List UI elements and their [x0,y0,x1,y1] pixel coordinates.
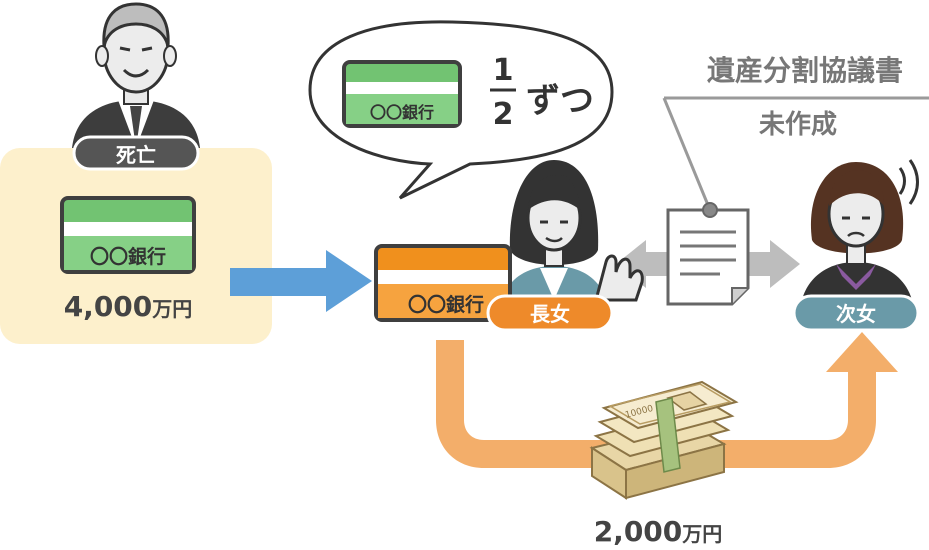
eldest-daughter-bank-name: 〇〇銀行 [408,293,484,316]
deceased-bank-name: 〇〇銀行 [90,245,166,268]
eldest-daughter-badge-label: 長女 [530,302,570,326]
eldest-daughter-bank-card [374,244,512,322]
document-pointer-line [662,97,712,211]
deceased-bank-card [60,196,196,274]
second-daughter-figure [800,159,919,312]
eldest-daughter-badge [486,294,614,332]
speech-suffix: ずつ [526,81,594,121]
blue-transfer-arrow [230,250,372,312]
deceased-amount-number: 4,000 [64,290,153,323]
deceased-badge [72,135,200,171]
second-daughter-badge [792,294,920,332]
transfer-amount-unit: 万円 [681,522,722,546]
fraction-numerator: 1 [493,53,514,88]
transfer-amount-number: 2,000 [594,515,683,548]
document-icon [666,202,750,306]
speech-bank-name: 〇〇銀行 [370,103,434,122]
transfer-amount: 2,000万円 [594,515,723,548]
banknote-stack-icon [589,380,739,500]
deceased-badge-label: 死亡 [116,143,156,167]
deceased-amount-unit: 万円 [151,297,192,321]
eldest-daughter-figure [500,160,644,312]
fraction-denominator: 2 [493,97,514,132]
second-daughter-badge-label: 次女 [836,302,876,326]
deceased-father-figure [72,2,200,148]
speech-bank-card [342,60,462,128]
document-status: 未作成 [759,110,837,140]
document-title: 遺産分割協議書 [707,54,903,87]
deceased-amount: 4,000万円 [64,290,193,323]
